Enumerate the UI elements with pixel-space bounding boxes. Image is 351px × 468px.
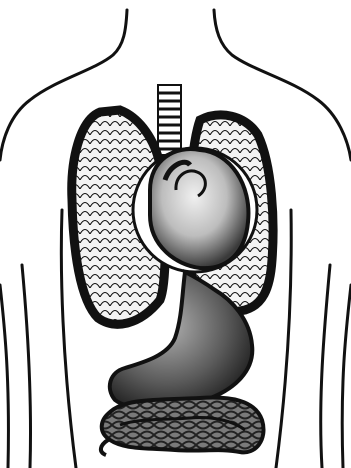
trachea bbox=[158, 85, 181, 155]
heart bbox=[133, 148, 257, 272]
intestines bbox=[101, 398, 264, 455]
